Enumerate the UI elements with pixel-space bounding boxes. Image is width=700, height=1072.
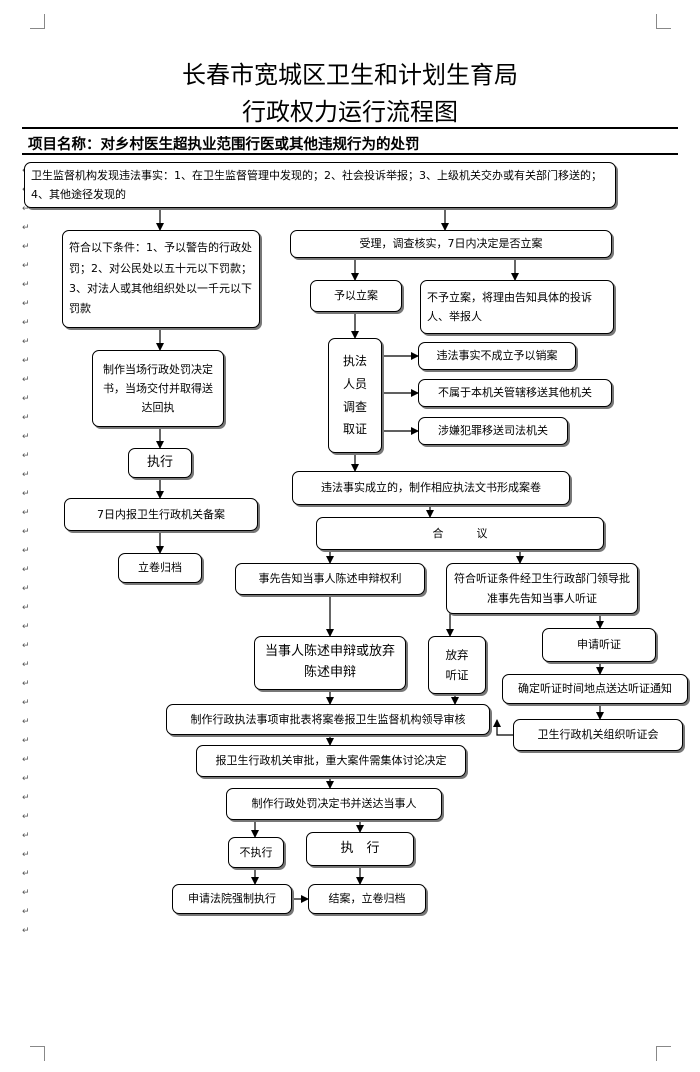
- hearing-conditions-node: 符合听证条件经卫生行政部门领导批准事先告知当事人听证: [446, 563, 638, 614]
- paragraph-mark: ↵: [22, 223, 30, 233]
- paragraph-mark: ↵: [22, 717, 30, 727]
- paragraph-mark: ↵: [22, 375, 30, 385]
- court-enforce-node: 申请法院强制执行: [172, 884, 292, 914]
- paragraph-mark: ↵: [22, 679, 30, 689]
- paragraph-mark: ↵: [22, 888, 30, 898]
- paragraph-mark: ↵: [22, 565, 30, 575]
- paragraph-mark: ↵: [22, 584, 30, 594]
- paragraph-mark: ↵: [22, 451, 30, 461]
- crop-mark: [30, 14, 45, 29]
- divider: [22, 153, 678, 155]
- paragraph-mark: ↵: [22, 280, 30, 290]
- dossier-node: 违法事实成立的，制作相应执法文书形成案卷: [292, 471, 570, 505]
- paragraph-mark: ↵: [22, 793, 30, 803]
- project-name: 项目名称：对乡村医生超执业范围行医或其他违规行为的处罚: [28, 137, 420, 153]
- file-case-node: 予以立案: [310, 280, 402, 312]
- paragraph-mark: ↵: [22, 318, 30, 328]
- accept-node: 受理，调查核实，7日内决定是否立案: [290, 230, 612, 258]
- report-approval-node: 报卫生行政机关审批，重大案件需集体讨论决定: [196, 745, 466, 777]
- paragraph-mark: ↵: [22, 850, 30, 860]
- not-execute-node: 不执行: [228, 837, 284, 868]
- simple-procedure-conditions: 符合以下条件：1、予以警告的行政处罚；2、对公民处以五十元以下罚款；3、对法人或…: [62, 230, 260, 328]
- crop-mark: [656, 14, 671, 29]
- crop-mark: [656, 1046, 671, 1061]
- paragraph-mark: ↵: [22, 432, 30, 442]
- execute-node: 执 行: [306, 832, 414, 866]
- hearing-org-node: 卫生行政机关组织听证会: [513, 719, 683, 751]
- revoke-node: 违法事实不成立予以销案: [418, 342, 576, 370]
- paragraph-mark: ↵: [22, 204, 30, 214]
- paragraph-mark: ↵: [22, 907, 30, 917]
- investigators-node: 执法人员调查取证: [328, 338, 382, 453]
- paragraph-mark: ↵: [22, 413, 30, 423]
- paragraph-mark: ↵: [22, 869, 30, 879]
- waive-hearing-node: 放弃听证: [428, 636, 486, 694]
- onsite-decision-node: 制作当场行政处罚决定书，当场交付并取得送达回执: [92, 350, 224, 427]
- arrow: [493, 719, 513, 736]
- discovery-node: 卫生监督机构发现违法事实：1、在卫生监督管理中发现的；2、社会投诉举报；3、上级…: [24, 162, 616, 208]
- approval-form-node: 制作行政执法事项审批表将案卷报卫生监督机构领导审核: [166, 704, 490, 735]
- apply-hearing-node: 申请听证: [542, 628, 656, 662]
- doc-subtitle: 行政权力运行流程图: [242, 98, 458, 126]
- paragraph-mark: ↵: [22, 660, 30, 670]
- paragraph-mark: ↵: [22, 698, 30, 708]
- paragraph-mark: ↵: [22, 812, 30, 822]
- paragraph-mark: ↵: [22, 736, 30, 746]
- paragraph-mark: ↵: [22, 546, 30, 556]
- paragraph-mark: ↵: [22, 527, 30, 537]
- archive-simple-node: 立卷归档: [118, 553, 202, 583]
- defense-node: 当事人陈述申辩或放弃陈述申辩: [254, 636, 406, 690]
- report-7days-node: 7日内报卫生行政机关备案: [64, 498, 258, 531]
- deliberation-node: 合 议: [316, 517, 604, 550]
- paragraph-mark: ↵: [22, 508, 30, 518]
- paragraph-mark: ↵: [22, 926, 30, 936]
- paragraph-mark: ↵: [22, 470, 30, 480]
- paragraph-mark: ↵: [22, 755, 30, 765]
- crop-mark: [30, 1046, 45, 1061]
- transfer-judicial-node: 涉嫌犯罪移送司法机关: [418, 417, 568, 445]
- paragraph-mark: ↵: [22, 622, 30, 632]
- paragraph-mark: ↵: [22, 356, 30, 366]
- execute-simple-node: 执行: [128, 448, 192, 478]
- paragraph-mark: ↵: [22, 242, 30, 252]
- penalty-decision-node: 制作行政处罚决定书并送达当事人: [226, 788, 442, 820]
- paragraph-mark: ↵: [22, 337, 30, 347]
- paragraph-mark: ↵: [22, 774, 30, 784]
- paragraph-mark: ↵: [22, 299, 30, 309]
- divider: [22, 127, 678, 129]
- hearing-notice-node: 确定听证时间地点送达听证通知: [502, 674, 688, 704]
- transfer-other-node: 不属于本机关管辖移送其他机关: [418, 379, 612, 407]
- paragraph-mark: ↵: [22, 489, 30, 499]
- close-case-node: 结案，立卷归档: [308, 884, 426, 914]
- paragraph-mark: ↵: [22, 603, 30, 613]
- paragraph-mark: ↵: [22, 641, 30, 651]
- not-file-node: 不予立案，将理由告知具体的投诉人、举报人: [420, 280, 614, 334]
- paragraph-mark: ↵: [22, 394, 30, 404]
- paragraph-mark: ↵: [22, 261, 30, 271]
- doc-title: 长春市宽城区卫生和计划生育局: [182, 61, 518, 89]
- inform-rights-node: 事先告知当事人陈述申辩权利: [235, 563, 425, 595]
- paragraph-mark: ↵: [22, 831, 30, 841]
